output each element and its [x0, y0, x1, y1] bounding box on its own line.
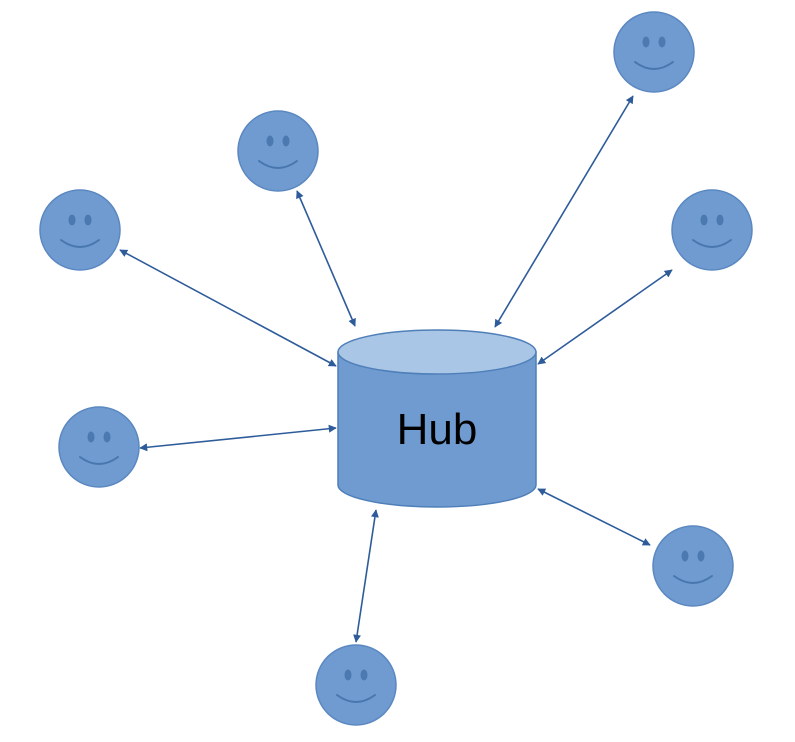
connector-arrows: [119, 95, 673, 643]
double-arrow-smiley-right: [537, 269, 673, 365]
double-arrow-smiley-bottom: [353, 509, 379, 643]
double-arrow-smiley-upper-left: [119, 249, 337, 367]
smiley-lower-right-icon: [652, 525, 734, 607]
smiley-left-eye: [700, 214, 708, 226]
smiley-left-eye: [87, 431, 95, 443]
smiley-bottom-icon: [315, 644, 397, 726]
smiley-mouth: [79, 456, 119, 465]
smiley-nodes: [39, 11, 753, 726]
smiley-face-circle: [613, 11, 695, 93]
smiley-mouth: [692, 239, 732, 248]
smiley-mouth: [60, 239, 100, 248]
hub-cylinder-top: [337, 329, 537, 375]
smiley-face-circle: [671, 189, 753, 271]
hub-label: Hub: [397, 405, 478, 454]
smiley-right-eye: [103, 431, 111, 443]
smiley-right-icon: [671, 189, 753, 271]
smiley-right-eye: [282, 135, 290, 147]
smiley-face-circle: [39, 189, 121, 271]
hub-cylinder-body: [337, 351, 537, 508]
smiley-face-circle: [315, 644, 397, 726]
smiley-left-eye: [642, 36, 650, 48]
smiley-mouth: [336, 694, 376, 703]
smiley-face-circle: [652, 525, 734, 607]
double-arrow-smiley-lower-right: [537, 488, 651, 546]
smiley-right-eye: [658, 36, 666, 48]
smiley-top-right-icon: [613, 11, 695, 93]
smiley-left-eye: [344, 669, 352, 681]
smiley-left-eye: [681, 550, 689, 562]
smiley-face-circle: [237, 110, 319, 192]
smiley-mouth: [673, 575, 713, 584]
smiley-right-eye: [360, 669, 368, 681]
double-arrow-smiley-top-right: [494, 95, 634, 328]
smiley-left-eye: [266, 135, 274, 147]
smiley-left-icon: [58, 406, 140, 488]
smiley-mouth: [258, 160, 298, 169]
smiley-upper-middle-icon: [237, 110, 319, 192]
hub-cylinder: Hub: [337, 329, 537, 508]
smiley-left-eye: [68, 214, 76, 226]
smiley-right-eye: [716, 214, 724, 226]
double-arrow-smiley-left: [139, 424, 337, 452]
smiley-mouth: [634, 61, 674, 70]
smiley-right-eye: [697, 550, 705, 562]
smiley-upper-left-icon: [39, 189, 121, 271]
smiley-face-circle: [58, 406, 140, 488]
double-arrow-smiley-upper-middle: [296, 190, 356, 327]
smiley-right-eye: [84, 214, 92, 226]
